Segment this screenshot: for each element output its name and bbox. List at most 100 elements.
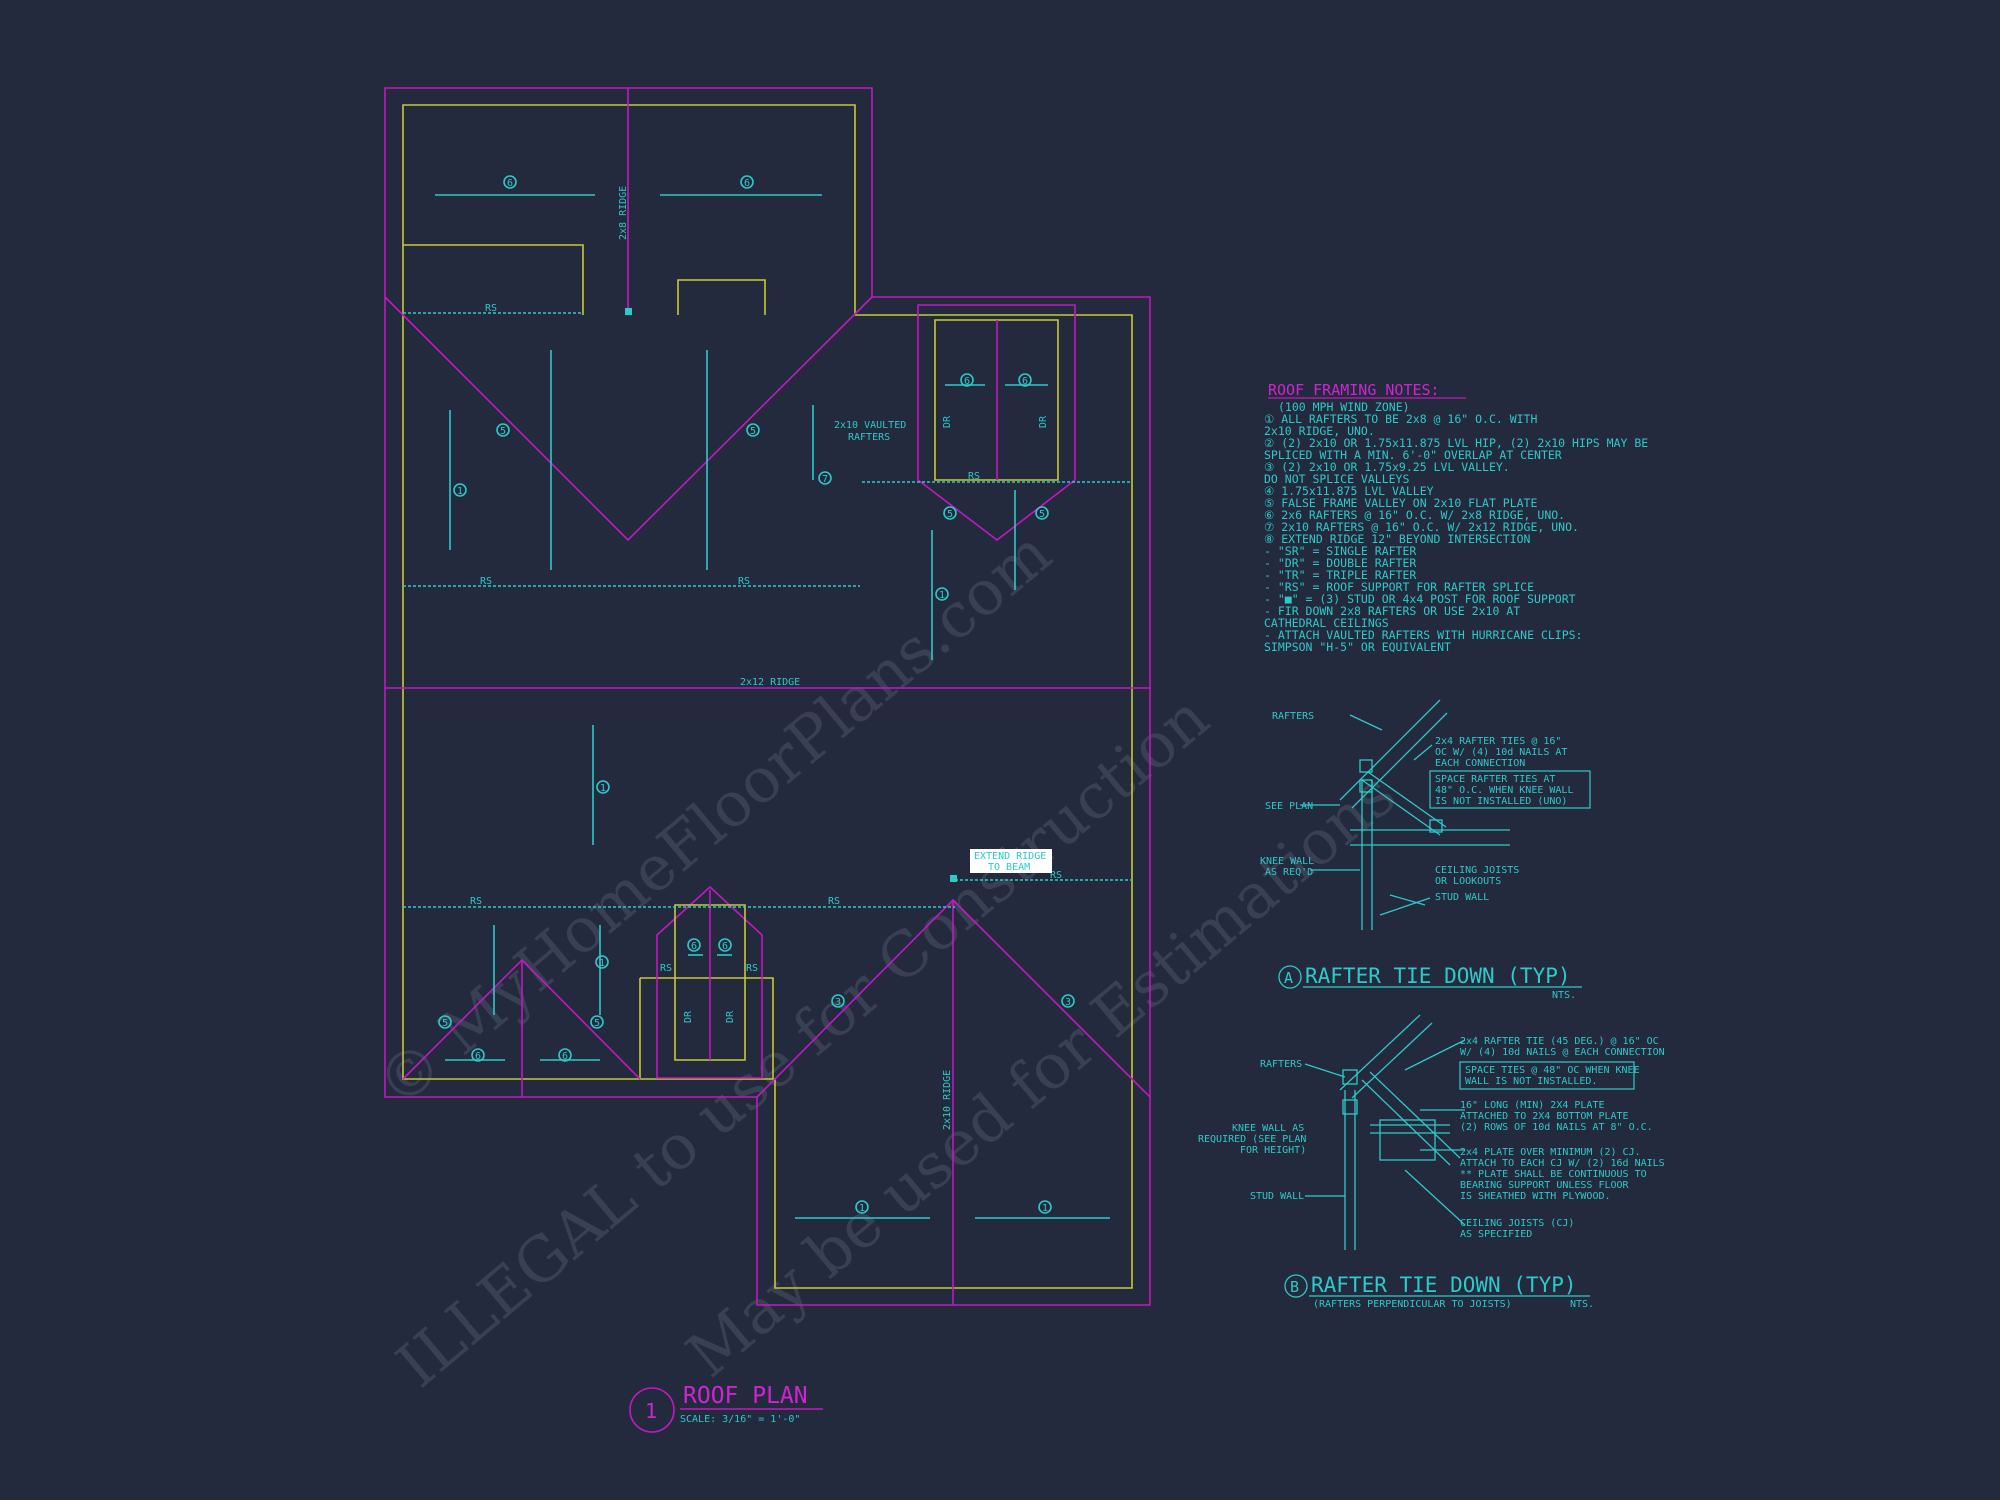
wall-bump: [677, 279, 766, 315]
detail-a-stud: STUD WALL: [1435, 892, 1489, 903]
note-line: - "TR" = TRIPLE RAFTER: [1264, 568, 1416, 582]
dormer-lower-wall: [674, 904, 746, 1061]
detail-a-title: RAFTER TIE DOWN (TYP): [1305, 964, 1571, 988]
detail-b-plate: (2) ROWS OF 10d NAILS AT 8" O.C.: [1460, 1122, 1653, 1133]
detail-a: RAFTERS SEE PLAN KNEE WALL AS REQ'D 2x4 …: [1260, 699, 1591, 1001]
callout-num: 5: [594, 1018, 600, 1029]
detail-a-knee: KNEE WALL: [1260, 856, 1314, 867]
note-line: - "■" = (3) STUD OR 4x4 POST FOR ROOF SU…: [1264, 592, 1576, 606]
detail-b-plate2: IS SHEATHED WITH PLYWOOD.: [1460, 1191, 1611, 1202]
rs-label: RS: [828, 896, 840, 907]
detail-b-tie: 2x4 RAFTER TIE (45 DEG.) @ 16" OC: [1460, 1036, 1659, 1047]
rs-label: RS: [485, 303, 497, 314]
detail-b-plate2: ** PLATE SHALL BE CONTINUOUS TO: [1460, 1169, 1647, 1180]
plan-scale: SCALE: 3/16" = 1'-0": [680, 1414, 800, 1425]
detail-a-rafters: RAFTERS: [1272, 711, 1314, 722]
extend-ridge-label: TO BEAM: [988, 862, 1030, 873]
detail-b-cj: AS SPECIFIED: [1460, 1229, 1532, 1240]
dormer-lower-outline: [656, 885, 763, 1079]
watermark-line-1: © MyHomeFloorPlans.com: [363, 516, 1065, 1122]
detail-b-box-text: WALL IS NOT INSTALLED.: [1465, 1076, 1597, 1087]
rs-label: RS: [660, 963, 672, 974]
note-line: (100 MPH WIND ZONE): [1278, 400, 1410, 414]
dr-label: DR: [1038, 415, 1049, 428]
wall-lower-bump: [639, 977, 774, 1079]
plan-number-circle: [629, 1387, 675, 1433]
callout-num: 6: [722, 941, 728, 952]
detail-b-cj: CEILING JOISTS (CJ): [1460, 1218, 1574, 1229]
callout-num: 6: [475, 1051, 481, 1062]
callout-num: 5: [500, 426, 506, 437]
plan-number: 1: [645, 1399, 657, 1423]
detail-b-knee: KNEE WALL AS: [1232, 1123, 1304, 1134]
callout-num: 3: [835, 997, 841, 1008]
detail-a-knee: AS REQ'D: [1265, 867, 1313, 878]
extend-ridge-highlight: [970, 849, 1052, 873]
callout-num: 5: [947, 509, 953, 520]
detail-b-subtitle: (RAFTERS PERPENDICULAR TO JOISTS): [1313, 1299, 1512, 1310]
dormer-upper-wall: [934, 319, 1059, 481]
hip-upper: [384, 296, 873, 542]
dr-label: DR: [942, 415, 953, 428]
callout-num: 7: [822, 474, 828, 485]
note-line: ① ALL RAFTERS TO BE 2x8 @ 16" O.C. WITH: [1264, 412, 1537, 426]
detail-b-stud: STUD WALL: [1250, 1191, 1304, 1202]
dr-label: DR: [683, 1010, 694, 1023]
note-line: ⑦ 2x10 RAFTERS @ 16" O.C. W/ 2x12 RIDGE,…: [1264, 520, 1579, 534]
rs-label: RS: [746, 963, 758, 974]
rafter-arrows: [435, 194, 1110, 1219]
roof-framing-notes: ROOF FRAMING NOTES: (100 MPH WIND ZONE) …: [1264, 381, 1648, 654]
detail-b-rafters: RAFTERS: [1260, 1059, 1302, 1070]
ridge-2x12-label: 2x12 RIDGE: [740, 677, 800, 688]
post-marker: [950, 875, 957, 882]
roof-plan: 2x8 RIDGE 2x12 RIDGE 2x10 RIDGE RS RS RS…: [384, 87, 1151, 1433]
plan-title: ROOF PLAN: [683, 1383, 808, 1409]
detail-a-nts: NTS.: [1552, 990, 1576, 1001]
callout-num: 1: [859, 1203, 865, 1214]
wall-upper-left: [403, 244, 584, 315]
callout-num: 1: [1042, 1203, 1048, 1214]
post-marker: [625, 308, 632, 315]
detail-b-drawing: [1304, 1014, 1466, 1250]
note-line: ⑤ FALSE FRAME VALLEY ON 2x10 FLAT PLATE: [1264, 496, 1537, 510]
watermark: © MyHomeFloorPlans.com ILLEGAL to use fo…: [363, 516, 1409, 1402]
ridge-2x8-label: 2x8 RIDGE: [618, 186, 629, 240]
callout-num: 6: [507, 178, 513, 189]
callout-num: 1: [457, 486, 463, 497]
note-line: - "DR" = DOUBLE RAFTER: [1264, 556, 1416, 570]
detail-b-plate2: BEARING SUPPORT UNLESS FLOOR: [1460, 1180, 1630, 1191]
note-line: ② (2) 2x10 OR 1.75x11.875 LVL HIP, (2) 2…: [1264, 436, 1648, 450]
callouts: 6 6 5 5 1 7 6 6 5 5 1 1 1 5 5 6 6 6 6 3 …: [438, 175, 1075, 1214]
callout-num: 5: [750, 426, 756, 437]
detail-b-letter: B: [1290, 1278, 1299, 1296]
detail-b-plate: ATTACHED TO 2X4 BOTTOM PLATE: [1460, 1111, 1629, 1122]
extend-ridge-label: EXTEND RIDGE: [974, 851, 1046, 862]
rs-label: RS: [968, 471, 980, 482]
detail-a-tie: EACH CONNECTION: [1435, 758, 1525, 769]
note-line: 2x10 RIDGE, UNO.: [1264, 424, 1375, 438]
ridge-2x10-label: 2x10 RIDGE: [942, 1070, 953, 1130]
note-line: CATHEDRAL CEILINGS: [1264, 616, 1389, 630]
rs-label: RS: [1050, 870, 1062, 881]
detail-a-box-text: IS NOT INSTALLED (UNO): [1435, 796, 1567, 807]
note-line: ⑥ 2x6 RAFTERS @ 16" O.C. W/ 2x8 RIDGE, U…: [1264, 508, 1565, 522]
note-line: ④ 1.75x11.875 LVL VALLEY: [1264, 484, 1434, 498]
detail-a-see-plan: SEE PLAN: [1265, 801, 1313, 812]
detail-a-box: [1429, 770, 1591, 809]
detail-b-tie: W/ (4) 10d NAILS @ EACH CONNECTION: [1460, 1047, 1665, 1058]
detail-b-plate2: ATTACH TO EACH CJ W/ (2) 16d NAILS: [1460, 1158, 1665, 1169]
callout-num: 6: [964, 376, 970, 387]
detail-b-letter-circle: [1284, 1274, 1308, 1298]
note-line: ③ (2) 2x10 OR 1.75x9.25 LVL VALLEY.: [1264, 460, 1510, 474]
dr-label: DR: [725, 1010, 736, 1023]
detail-a-cj: CEILING JOISTS: [1435, 865, 1519, 876]
detail-a-box-text: 48" O.C. WHEN KNEE WALL: [1435, 785, 1573, 796]
callout-num: 5: [442, 1018, 448, 1029]
rs-label: RS: [738, 576, 750, 587]
callout-num: 1: [600, 783, 606, 794]
callout-num: 6: [691, 941, 697, 952]
detail-a-tie: 2x4 RAFTER TIES @ 16": [1435, 736, 1561, 747]
callout-num: 6: [744, 178, 750, 189]
detail-a-letter: A: [1284, 969, 1293, 987]
